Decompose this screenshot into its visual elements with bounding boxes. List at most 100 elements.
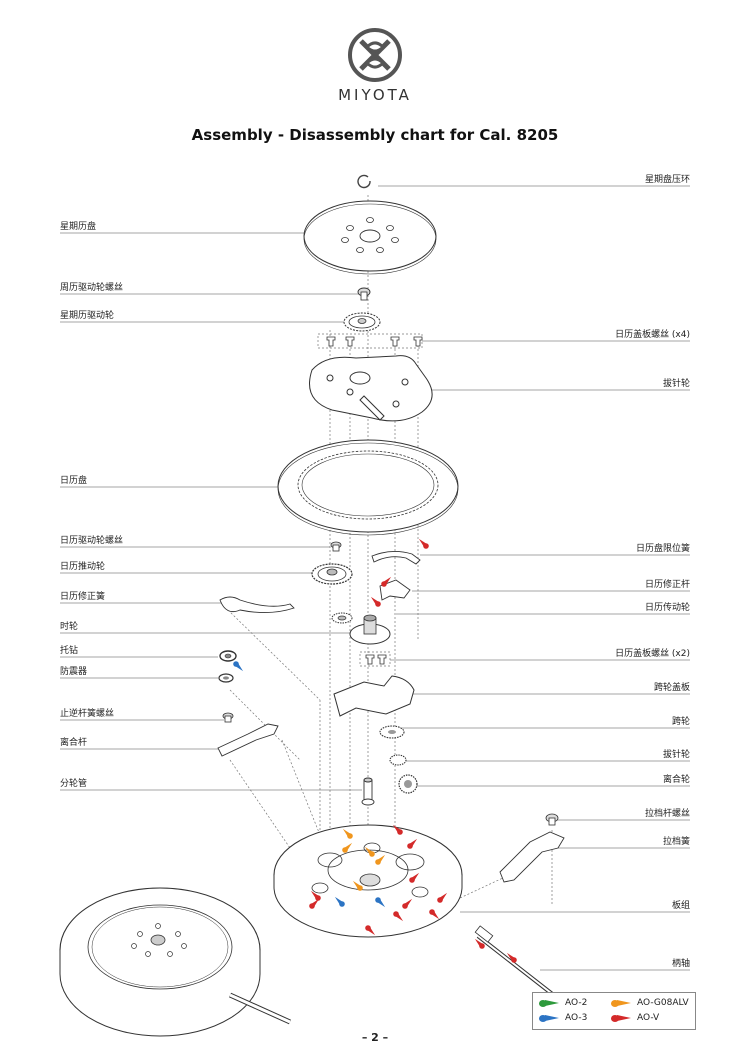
legend-label: AO-V	[637, 1013, 660, 1023]
date-driving-wheel-screw	[330, 541, 342, 552]
oil-pin-icon	[370, 596, 381, 607]
label-date-wheel-screw: 日历驱动轮螺丝	[60, 536, 124, 546]
date-driving-wheel	[311, 563, 353, 585]
oil-pin-icon	[407, 838, 418, 849]
legend-item-ao-2: AO-2	[539, 998, 587, 1008]
oil-pin-icon	[381, 576, 392, 587]
label-date-driving-wheel: 日历推动轮	[60, 562, 106, 572]
label-date-jumper: 日历盘限位簧	[635, 544, 690, 554]
oil-pin-green-icon	[539, 998, 561, 1008]
logo-emblem-icon	[348, 28, 402, 82]
week-disc	[303, 200, 437, 275]
right-leader-lines	[378, 185, 690, 971]
oil-pin-icon	[392, 824, 403, 835]
week-disc-ring	[357, 174, 371, 189]
label-winding-stem: 柄轴	[671, 959, 690, 969]
week-driving-wheel-screw	[357, 287, 371, 301]
setting-lever-spring-screw	[222, 712, 234, 723]
date-corrector-lever	[379, 579, 411, 601]
oil-pin-icon	[365, 925, 376, 936]
left-leader-lines	[60, 232, 362, 791]
label-hour-wheel: 时轮	[60, 622, 79, 632]
intermediate-wheel	[379, 725, 405, 739]
jewel	[219, 650, 237, 662]
label-setting-lever: 离合杆	[60, 738, 88, 748]
legend-label: AO-2	[565, 998, 588, 1008]
setting-lever	[217, 723, 279, 757]
date-transmission-wheel	[331, 612, 353, 624]
legend-label: AO-G08ALV	[637, 998, 689, 1008]
cannon-pinion	[361, 777, 375, 806]
oil-pin-icon	[233, 661, 244, 672]
oil-pins-group	[233, 538, 517, 963]
date-disc	[277, 439, 459, 536]
label-plate-screws-x4: 日历盖板螺丝 (x4)	[615, 330, 690, 340]
label-date-transmission: 日历传动轮	[644, 603, 690, 613]
oil-pin-red-icon	[611, 1013, 633, 1023]
label-week-disc: 星期历盘	[60, 222, 97, 232]
assembly-axis-lines	[227, 195, 553, 906]
assembled-movement	[59, 887, 292, 1037]
label-jewel: 托钻	[60, 646, 79, 656]
label-date-corrector-spring: 日历修正簧	[60, 592, 106, 602]
oil-pin-icon	[310, 890, 321, 901]
shock-absorber	[218, 673, 234, 683]
date-jumper-spring	[371, 551, 421, 565]
label-setting-wheel-top: 拔针轮	[662, 379, 690, 389]
label-week-disc-ring: 星期盘压环	[644, 175, 690, 185]
legend-item-ao-3: AO-3	[539, 1013, 587, 1023]
calendar-cover-plate	[309, 355, 433, 422]
oil-pin-icon	[418, 538, 429, 549]
label-week-wheel-screw: 周历驱动轮螺丝	[60, 283, 124, 293]
oil-pin-icon	[409, 872, 420, 883]
oil-pin-icon	[352, 880, 363, 891]
oil-pin-orange-icon	[611, 998, 633, 1008]
label-clutch-wheel: 离合轮	[662, 775, 690, 785]
setting-wheel	[389, 754, 407, 766]
page-number: – 2 –	[361, 1031, 389, 1044]
label-main-plate: 板组	[671, 901, 690, 911]
oil-pin-icon	[474, 938, 485, 949]
legend-item-ao-v: AO-V	[611, 1013, 659, 1023]
label-setting-lever-screw: 止逆杆簧螺丝	[60, 709, 115, 719]
winding-stem	[474, 925, 562, 1002]
label-intermediate-wheel: 跨轮	[671, 717, 690, 727]
page-title: Assembly - Disassembly chart for Cal. 82…	[191, 126, 559, 144]
oil-pin-blue-icon	[539, 1013, 561, 1023]
label-plate-screws-x2: 日历盖板螺丝 (x2)	[615, 649, 690, 659]
oil-pin-icon	[429, 909, 440, 920]
yoke-spring	[499, 831, 565, 883]
miyota-logo: MIYOTA	[338, 28, 409, 104]
label-yoke-screw: 拉档杆螺丝	[644, 809, 690, 819]
oil-pin-icon	[342, 842, 353, 853]
oil-pin-icon	[364, 846, 375, 857]
label-train-bridge: 跨轮盖板	[653, 683, 690, 693]
oil-pin-icon	[334, 896, 345, 907]
main-plate	[273, 824, 463, 938]
oil-pin-icon	[342, 828, 353, 839]
date-corrector-spring	[219, 596, 295, 613]
oil-pin-icon	[375, 854, 386, 865]
week-driving-wheel	[343, 312, 381, 332]
oil-legend: AO-2 AO-G08ALV AO-3 AO-V	[532, 992, 696, 1030]
label-date-disc: 日历盘	[60, 476, 88, 486]
label-shock-absorber: 防震器	[60, 667, 88, 677]
legend-item-ao-g08alv: AO-G08ALV	[611, 998, 689, 1008]
label-yoke-spring: 拉档簧	[662, 837, 690, 847]
label-setting-wheel: 拔针轮	[662, 750, 690, 760]
calendar-plate-screws-x4	[317, 333, 423, 349]
legend-label: AO-3	[565, 1013, 588, 1023]
clutch-wheel	[398, 774, 418, 794]
label-cannon-pinion: 分轮管	[60, 779, 88, 789]
hour-wheel	[349, 614, 391, 645]
oil-pin-icon	[375, 897, 386, 908]
oil-pin-icon	[393, 911, 404, 922]
oil-pin-icon	[309, 898, 320, 909]
train-wheel-bridge	[333, 675, 415, 717]
oil-pin-icon	[402, 898, 413, 909]
oil-pin-icon	[506, 952, 517, 963]
label-week-driving-wheel: 星期历驱动轮	[60, 311, 115, 321]
label-date-corrector: 日历修正杆	[644, 580, 690, 590]
